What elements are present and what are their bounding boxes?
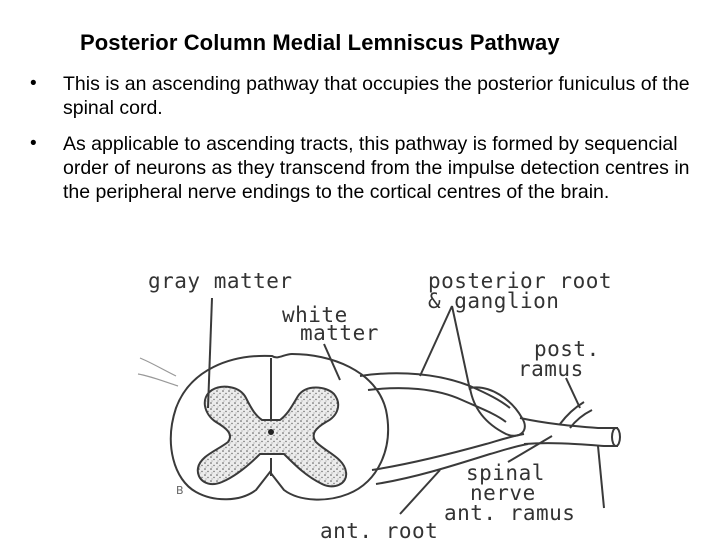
label-white-matter-2: matter [300, 321, 379, 345]
label-white-matter-1: white [282, 303, 348, 327]
posterior-ramus [559, 401, 593, 429]
bullet-marker: • [30, 73, 37, 94]
anterior-root [371, 433, 525, 471]
nerve-cut-end [611, 427, 621, 447]
bullet-item: • This is an ascending pathway that occu… [30, 72, 690, 120]
label-post-ramus-2: ramus [518, 357, 584, 381]
posterior-root [359, 372, 511, 409]
label-post-ramus-1: post. [534, 337, 600, 361]
label-ant-ramus: ant. ramus [444, 501, 575, 525]
spinal-cord-outline [169, 352, 390, 501]
ant-ramus-leader [597, 445, 605, 509]
ant-root-leader [399, 469, 441, 515]
bullet-item: • As applicable to ascending tracts, thi… [30, 132, 690, 204]
bullet-marker: • [30, 133, 37, 154]
gray-matter-h [196, 385, 348, 488]
post-ramus-leader [565, 377, 581, 409]
bullet-text: As applicable to ascending tracts, this … [63, 133, 690, 203]
posterior-root-leader [419, 305, 471, 391]
slide-title: Posterior Column Medial Lemniscus Pathwa… [80, 30, 560, 55]
ganglion [468, 386, 526, 437]
bullet-text: This is an ascending pathway that occupi… [63, 73, 690, 119]
spinal-nerve-trunk [519, 417, 618, 429]
label-posterior-root-1: posterior root [428, 269, 612, 293]
artist-mark: B [176, 484, 184, 497]
spinal-cord-diagram: B gray matter white matter posterior roo… [0, 258, 720, 540]
label-gray-matter: gray matter [148, 269, 293, 293]
label-ant-root: ant. root [320, 519, 438, 540]
spinal-nerve-leader [507, 435, 553, 463]
bullet-list: • This is an ascending pathway that occu… [30, 72, 690, 204]
left-rootlets [137, 357, 179, 387]
label-spinal-nerve-1: spinal [466, 461, 545, 485]
gray-matter-leader [207, 297, 213, 409]
central-canal [268, 429, 274, 435]
white-matter-leader [323, 343, 341, 381]
label-spinal-nerve-2: nerve [470, 481, 536, 505]
label-posterior-root-2: & ganglion [428, 289, 559, 313]
